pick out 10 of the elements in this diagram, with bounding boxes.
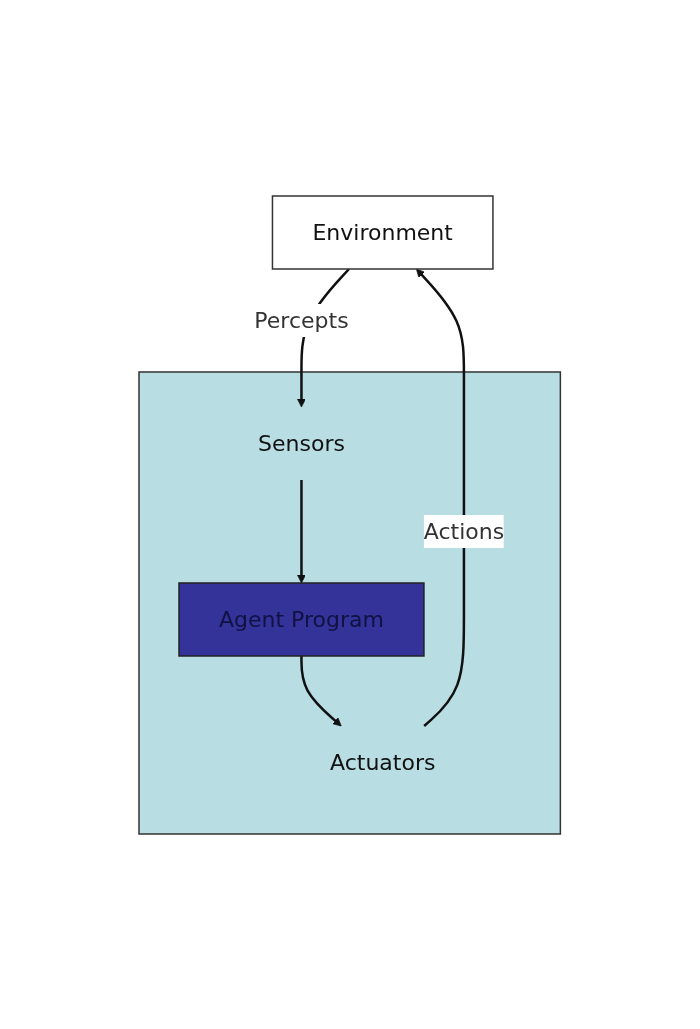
cluster [138,370,562,835]
node-text: Sensors [258,430,346,456]
node-text: Actuators [330,749,436,775]
node-box: Environment [272,194,494,270]
node-box: Agent Program [178,581,425,657]
edge-label: Actions [424,518,505,544]
edge-label: Percepts [254,307,349,333]
arrow [300,655,342,726]
arrow [297,479,307,583]
arrow [416,268,466,727]
